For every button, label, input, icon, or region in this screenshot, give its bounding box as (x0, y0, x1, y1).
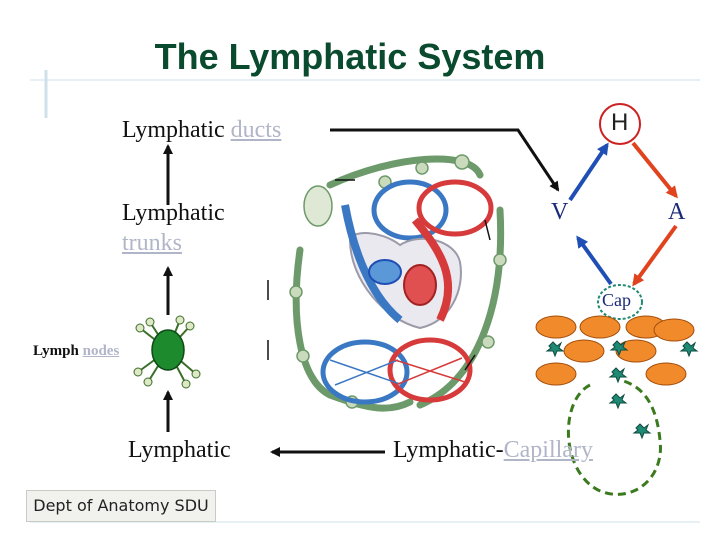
lymphocytes (545, 340, 699, 440)
circulation-illustration (267, 154, 507, 412)
arrow-cap-to-vein (576, 235, 613, 286)
footer-credit: Dept of Anatomy SDU (26, 490, 216, 522)
ducts-link[interactable]: ducts (230, 117, 282, 143)
capillary-label: Cap (602, 290, 631, 310)
arrow-artery-to-cap (632, 224, 678, 287)
tissue-cells (535, 315, 695, 386)
arrow-ducts-to-vein (330, 128, 560, 192)
nodes-word: Lymph (33, 343, 79, 359)
trunks-word: Lymphatic (122, 200, 225, 226)
lymph-nodes-label: Lymph nodes (33, 340, 119, 362)
nodes-link[interactable]: nodes (82, 343, 120, 359)
arrow-heart-to-artery (631, 141, 678, 199)
lymphatic-capillary-label: Lymphatic-Capillary (393, 435, 593, 465)
ducts-word: Lymphatic (122, 117, 225, 143)
lymphatic-ducts-label: Lymphatic ducts (122, 115, 281, 145)
lymphatic-label: Lymphatic (128, 437, 231, 463)
capillary-word: Lymphatic- (393, 437, 504, 463)
page-title: The Lymphatic System (154, 36, 546, 77)
arrow-vein-to-heart (568, 142, 609, 202)
lymphatic-capillary-loop (566, 378, 662, 496)
capillary-link[interactable]: Capillary (503, 437, 593, 463)
lymphatic-trunks-label: Lymphatic trunks (122, 198, 225, 258)
artery-label: A (668, 199, 686, 225)
lymph-node-illustration (133, 315, 201, 389)
heart-label: H (611, 109, 629, 136)
capillary-node (597, 284, 643, 320)
vein-label: V (551, 199, 569, 225)
trunks-link[interactable]: trunks (122, 230, 182, 256)
heart-ring (599, 103, 641, 145)
